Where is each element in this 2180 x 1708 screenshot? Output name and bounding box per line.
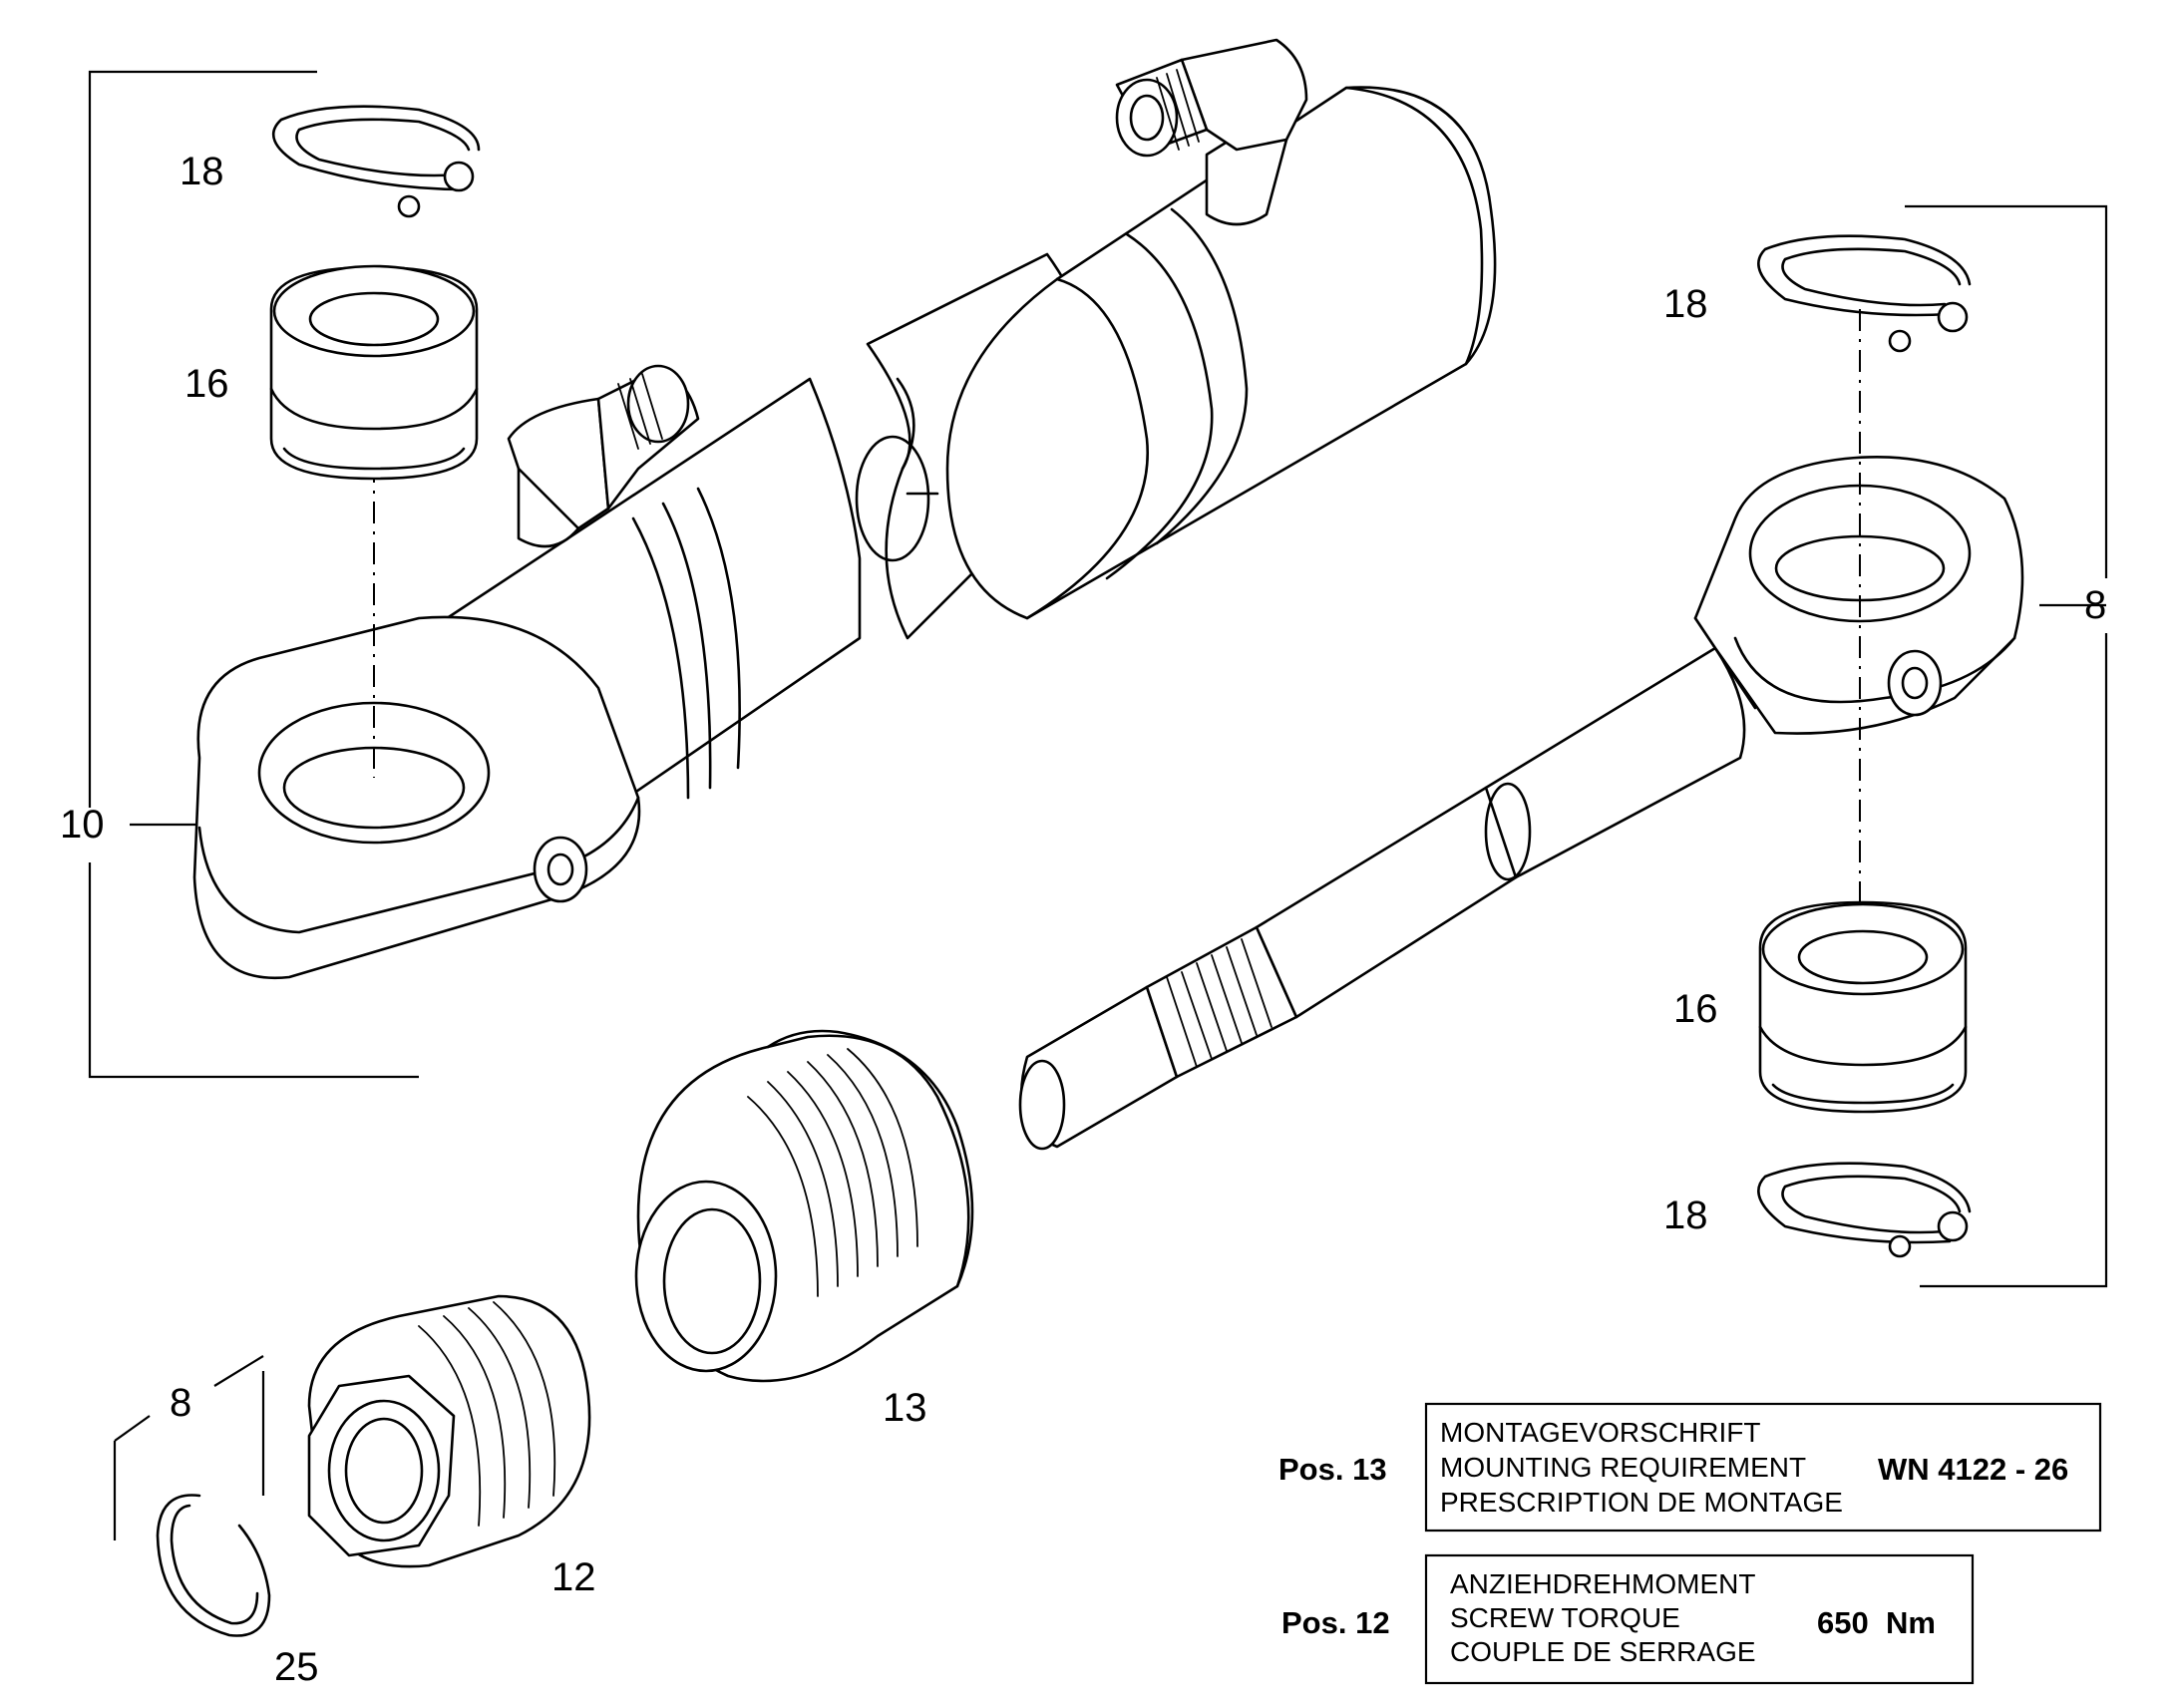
hydraulic-elbow-fitting-middle	[507, 364, 700, 548]
callout-clip-25: 25	[274, 1645, 319, 1689]
spec-box-pos-13: Pos. 13 MONTAGEVORSCHRIFT MOUNTING REQUI…	[1278, 1402, 2102, 1533]
callout-bushing-left: 16	[184, 362, 229, 406]
callout-ring-left-top: 18	[180, 150, 224, 193]
clip-25	[156, 1494, 271, 1637]
gland-13	[634, 1029, 974, 1383]
callout-ring-right-bottom: 18	[1663, 1194, 1708, 1237]
rod-eye-right	[1693, 456, 2024, 735]
spec-line: MOUNTING REQUIREMENT	[1440, 1452, 1806, 1483]
cylinder-eye-left	[192, 615, 641, 980]
assembly-8-bracket	[1905, 204, 2108, 1288]
spec-value: WN 4122 - 26	[1878, 1452, 2068, 1487]
spec-line: ANZIEHDREHMOMENT	[1450, 1568, 1755, 1599]
callout-gland-13: 13	[883, 1386, 927, 1430]
hydraulic-elbow-fitting-top	[1115, 38, 1308, 226]
bushing-left	[269, 264, 479, 481]
spec-line: MONTAGEVORSCHRIFT	[1440, 1417, 1760, 1448]
spec-box-pos-12: Pos. 12 ANZIEHDREHMOMENT SCREW TORQUE CO…	[1281, 1553, 1975, 1685]
retaining-ring-right-bottom	[1757, 1162, 1972, 1258]
callout-clip-group-8: 8	[170, 1381, 191, 1425]
callout-bushing-right: 16	[1673, 987, 1718, 1031]
callout-ring-right-top: 18	[1663, 282, 1708, 326]
spec-value: 650 Nm	[1817, 1605, 1936, 1640]
spec-box-frame	[1424, 1553, 1975, 1685]
retaining-ring-left-top	[271, 105, 481, 218]
nut-12	[307, 1294, 591, 1568]
spec-pos-label: Pos. 12	[1281, 1605, 1390, 1640]
clip-group-bracket	[113, 1355, 265, 1540]
bushing-right	[1758, 900, 1968, 1114]
spec-box-frame	[1424, 1402, 2102, 1533]
callout-nut-12: 12	[551, 1555, 596, 1599]
callout-assembly-10: 10	[60, 803, 105, 847]
callout-assembly-8: 8	[2084, 583, 2106, 627]
spec-line: COUPLE DE SERRAGE	[1450, 1636, 1756, 1667]
assembly-10-bracket	[88, 70, 419, 1079]
piston-rod	[1018, 576, 1789, 1151]
retaining-ring-right-top	[1757, 234, 1972, 353]
spec-pos-label: Pos. 13	[1278, 1452, 1387, 1487]
spec-line: PRESCRIPTION DE MONTAGE	[1440, 1487, 1843, 1518]
spec-line: SCREW TORQUE	[1450, 1602, 1680, 1633]
